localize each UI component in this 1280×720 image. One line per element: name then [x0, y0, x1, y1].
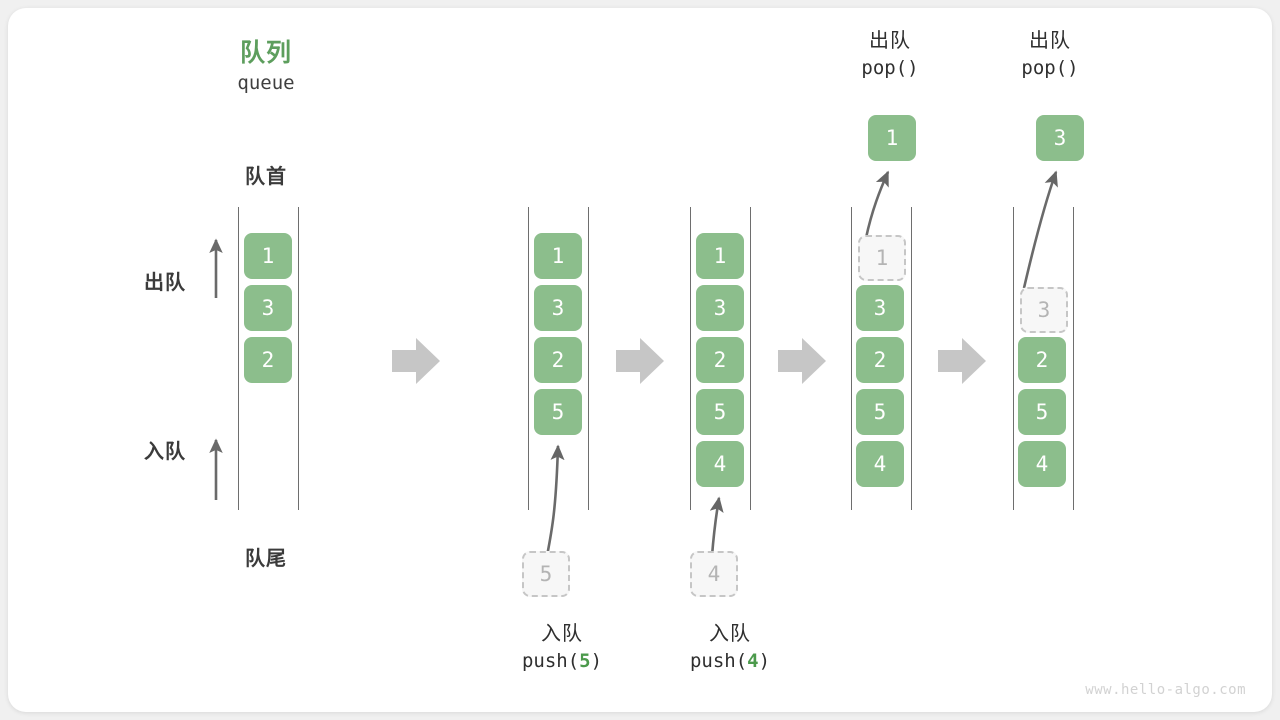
- queue-cell: 1: [696, 233, 744, 279]
- queue-cell: 5: [1018, 389, 1066, 435]
- rail-front-3: [851, 207, 852, 510]
- queue-cell: 2: [1018, 337, 1066, 383]
- rail-rear-4: [1073, 207, 1074, 510]
- enqueue-side-label: 入队: [144, 439, 186, 463]
- push-4-label-code: push(4): [630, 647, 830, 676]
- watermark: www.hello-algo.com: [1085, 682, 1246, 698]
- queue-cell: 1: [534, 233, 582, 279]
- queue-cell: 3: [244, 285, 292, 331]
- page-title-en: queue: [237, 72, 295, 94]
- push-4-label: 入队 push(4): [630, 620, 830, 676]
- queue-cell: 5: [534, 389, 582, 435]
- rail-rear-2: [750, 207, 751, 510]
- queue-cell: 2: [696, 337, 744, 383]
- push-5-source-cell: 5: [522, 551, 570, 597]
- push-5-label-code: push(5): [462, 647, 662, 676]
- push-5-fn-close: ): [590, 650, 603, 672]
- push-4-label-cn: 入队: [709, 621, 751, 645]
- pop-1-label: 出队 pop(): [790, 27, 990, 83]
- queue-cell: 2: [534, 337, 582, 383]
- queue-cell: 4: [1018, 441, 1066, 487]
- rail-front-4: [1013, 207, 1014, 510]
- push-5-label: 入队 push(5): [462, 620, 662, 676]
- push-5-arg: 5: [579, 650, 591, 672]
- push-5-fn: push(: [521, 650, 580, 672]
- push-4-arg: 4: [747, 650, 759, 672]
- rail-rear-0: [298, 207, 299, 510]
- push-4-fn: push(: [689, 650, 748, 672]
- pop-2-label: 出队 pop(): [950, 27, 1150, 83]
- push-5-label-cn: 入队: [541, 621, 583, 645]
- pop-2-label-cn: 出队: [1029, 28, 1071, 52]
- queue-cell: 2: [244, 337, 292, 383]
- rail-front-0: [238, 207, 239, 510]
- rail-rear-3: [911, 207, 912, 510]
- pop-2-result-cell: 3: [1036, 115, 1084, 161]
- rear-label: 队尾: [245, 546, 287, 570]
- push-4-source-cell: 4: [690, 551, 738, 597]
- pop-1-label-cn: 出队: [869, 28, 911, 52]
- queue-cell: 2: [856, 337, 904, 383]
- popped-ghost-cell: 3: [1020, 287, 1068, 333]
- queue-cell: 1: [244, 233, 292, 279]
- queue-cell: 5: [856, 389, 904, 435]
- queue-cell: 5: [696, 389, 744, 435]
- push-4-fn-close: ): [758, 650, 771, 672]
- page-title-cn: 队列: [239, 38, 292, 67]
- queue-cell: 3: [534, 285, 582, 331]
- diagram-card: [8, 8, 1272, 712]
- rail-front-1: [528, 207, 529, 510]
- rail-rear-1: [588, 207, 589, 510]
- queue-cell: 4: [856, 441, 904, 487]
- queue-cell: 4: [696, 441, 744, 487]
- rail-front-2: [690, 207, 691, 510]
- popped-ghost-cell: 1: [858, 235, 906, 281]
- pop-1-result-cell: 1: [868, 115, 916, 161]
- pop-1-label-code: pop(): [861, 57, 919, 79]
- front-label: 队首: [245, 164, 287, 188]
- pop-2-label-code: pop(): [1021, 57, 1079, 79]
- queue-cell: 3: [696, 285, 744, 331]
- dequeue-side-label: 出队: [144, 270, 186, 294]
- queue-cell: 3: [856, 285, 904, 331]
